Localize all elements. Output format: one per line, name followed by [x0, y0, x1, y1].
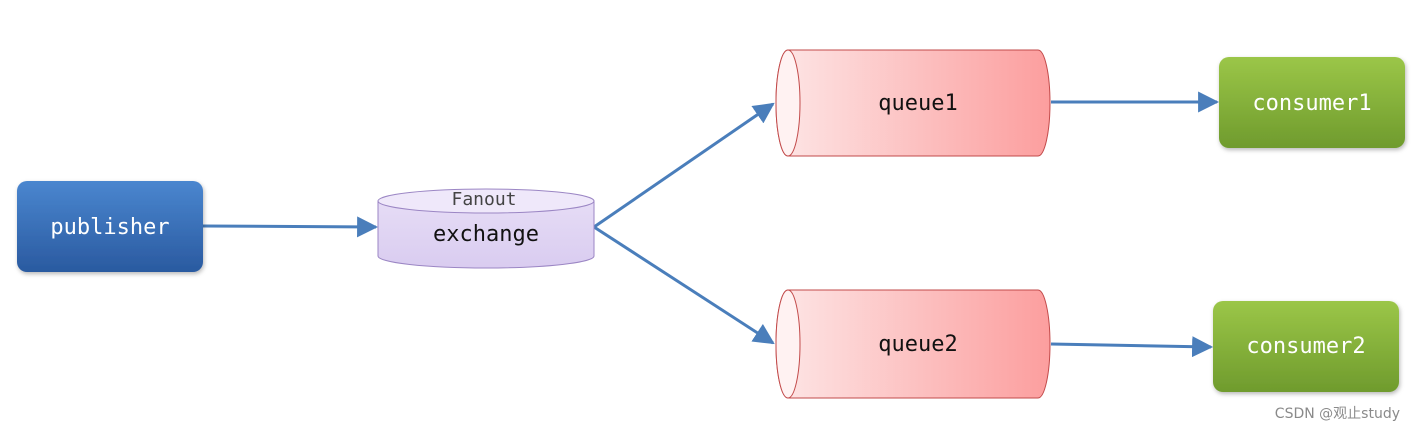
- consumer2-node: consumer2: [1213, 301, 1399, 392]
- publisher-label: publisher: [50, 215, 169, 240]
- queue2-node: queue2: [775, 289, 1051, 399]
- publisher-node: publisher: [17, 181, 203, 272]
- arrow-publisher-to-exchange: [202, 216, 379, 238]
- exchange-body: [377, 200, 595, 269]
- arrow-queue2-to-consumer2: [1050, 336, 1214, 358]
- arrow-exchange-to-queue1: [593, 102, 775, 229]
- queue1-label: queue1: [878, 91, 957, 116]
- queue1-node: queue1: [775, 49, 1051, 157]
- publisher-box: [17, 181, 203, 272]
- consumer2-box: [1213, 301, 1399, 392]
- exchange-label: exchange: [433, 222, 539, 247]
- exchange-type-label: Fanout: [451, 189, 516, 210]
- consumer2-label: consumer2: [1246, 334, 1365, 359]
- arrow-exchange-to-queue2: [593, 225, 775, 345]
- exchange-top: [377, 188, 595, 214]
- queue2-label: queue2: [878, 332, 957, 357]
- watermark: CSDN @观止study: [1275, 406, 1400, 422]
- queue2-end-cap: [775, 289, 801, 399]
- consumer1-label: consumer1: [1252, 91, 1371, 116]
- consumer1-node: consumer1: [1219, 57, 1405, 148]
- exchange-node: Fanout exchange: [377, 188, 595, 269]
- consumer1-box: [1219, 57, 1405, 148]
- queue1-end-cap: [775, 49, 801, 157]
- arrows: [202, 91, 1220, 358]
